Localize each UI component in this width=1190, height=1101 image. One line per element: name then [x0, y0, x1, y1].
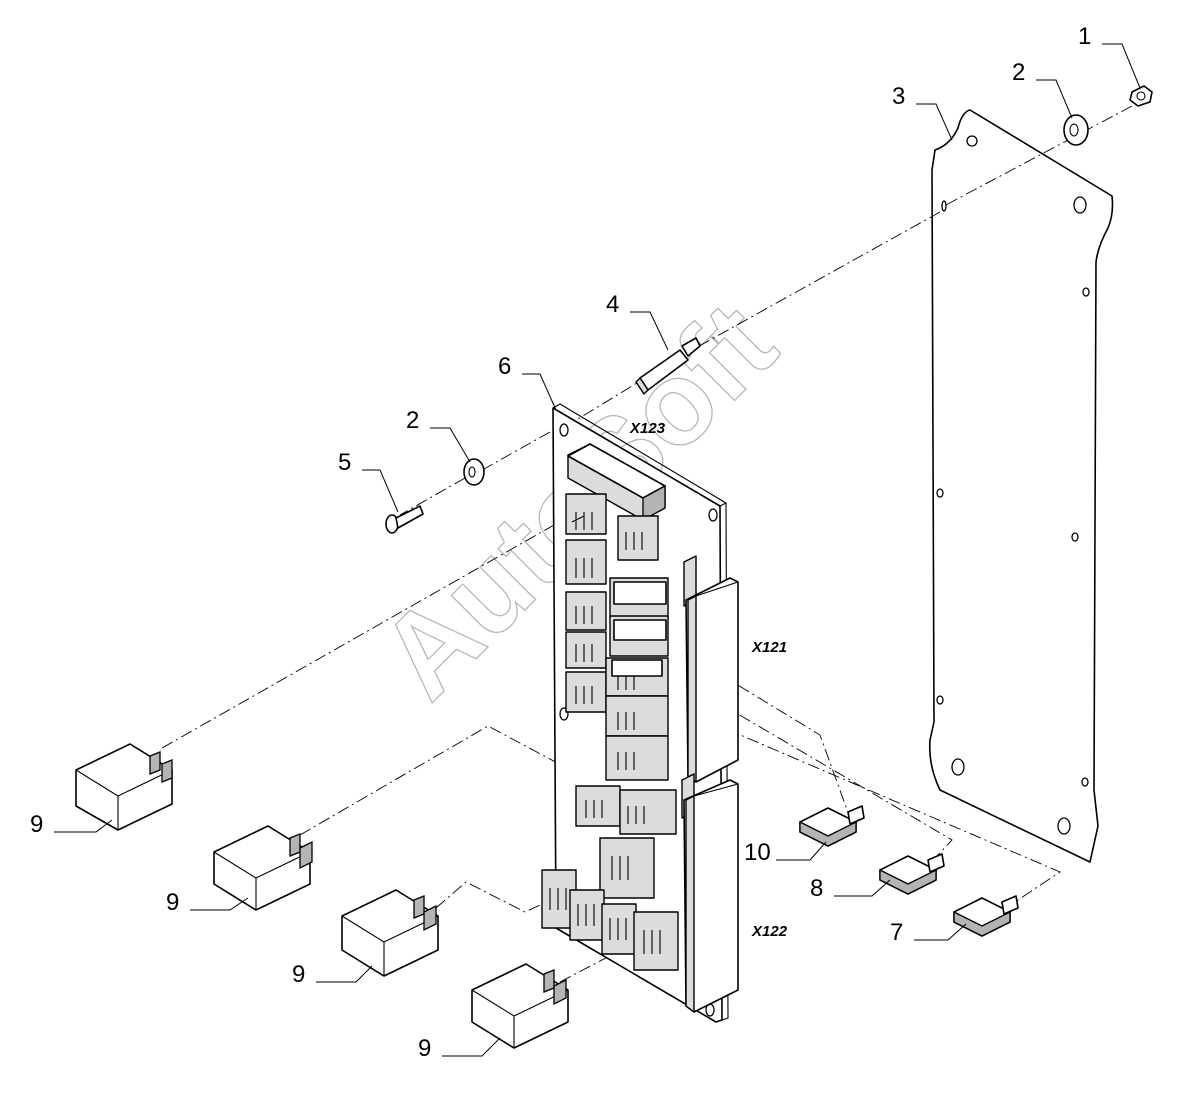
x122-connector-strip	[681, 773, 739, 1013]
callout-5: 5	[338, 449, 351, 476]
assembly-axis-lines	[161, 105, 1133, 983]
connector-label-x122: X122	[751, 923, 788, 940]
connector-label-x123: X123	[629, 420, 666, 437]
x121-connector-strip	[683, 555, 739, 783]
callout-3: 3	[892, 83, 905, 110]
connector-label-x121: X121	[751, 639, 787, 656]
washer-upper	[1063, 114, 1089, 146]
callout-6: 6	[498, 353, 511, 380]
relay-4	[471, 963, 569, 1049]
spacer-standoff	[635, 337, 701, 395]
fuse-10	[799, 805, 865, 847]
callout-9-first: 9	[30, 811, 43, 838]
callout-9-fourth: 9	[418, 1035, 431, 1062]
callout-7: 7	[890, 919, 903, 946]
callout-9-third: 9	[292, 961, 305, 988]
relay-1	[75, 743, 173, 831]
washer-lower	[463, 458, 485, 486]
callout-2-lower: 2	[406, 407, 419, 434]
relay-sockets-upper	[565, 493, 669, 781]
callout-10: 10	[744, 839, 771, 866]
callout-8: 8	[810, 875, 823, 902]
nut	[1129, 85, 1153, 107]
fuse-box-board	[541, 403, 739, 1023]
callouts: 1 2 3 4 6 2 5 9 9 9 9 10 8 7	[30, 23, 1091, 1062]
callout-1: 1	[1078, 23, 1091, 50]
relay-2	[213, 825, 313, 911]
connector-labels: X123 X121 X122	[629, 420, 788, 940]
callout-2-upper: 2	[1012, 59, 1025, 86]
relay-sockets-lower	[541, 785, 679, 971]
fuse-8	[879, 853, 945, 895]
callout-4: 4	[606, 291, 619, 318]
leader-lines	[54, 43, 1141, 1057]
screw	[385, 505, 424, 534]
callout-9-second: 9	[166, 889, 179, 916]
mounting-plate	[928, 109, 1114, 863]
relay-3	[341, 889, 439, 977]
fuse-7	[953, 895, 1019, 937]
